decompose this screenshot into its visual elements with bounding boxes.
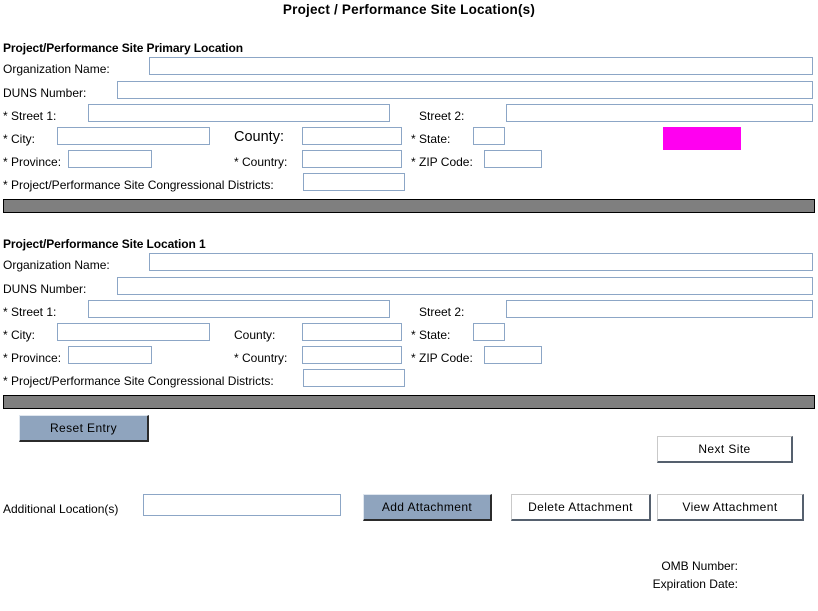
- zip-code-label: * ZIP Code:: [411, 351, 473, 365]
- county-label: County:: [234, 129, 284, 145]
- view-attachment-button[interactable]: View Attachment: [657, 494, 804, 521]
- street1-input[interactable]: [87, 103, 391, 123]
- organization-name-input[interactable]: [148, 252, 814, 272]
- section-divider-2: [3, 395, 815, 409]
- congressional-districts-label: * Project/Performance Site Congressional…: [3, 374, 274, 388]
- county-label: County:: [234, 328, 276, 342]
- state-input[interactable]: [472, 126, 506, 146]
- street1-input[interactable]: [87, 299, 391, 319]
- country-label: * Country:: [234, 351, 288, 365]
- province-label: * Province:: [3, 155, 62, 169]
- city-label: * City:: [3, 328, 36, 342]
- page-title: Project / Performance Site Location(s): [282, 2, 536, 17]
- duns-number-input[interactable]: [116, 276, 814, 296]
- state-label: * State:: [411, 328, 451, 342]
- additional-locations-input[interactable]: [142, 493, 342, 517]
- country-input[interactable]: [301, 149, 403, 169]
- street1-label: * Street 1:: [3, 305, 57, 319]
- zip-code-label: * ZIP Code:: [411, 155, 473, 169]
- expiration-date-label: Expiration Date:: [652, 577, 738, 591]
- reset-entry-button[interactable]: Reset Entry: [19, 415, 149, 442]
- omb-number-label: OMB Number:: [661, 559, 738, 573]
- street2-label: Street 2:: [419, 305, 465, 319]
- congressional-districts-label: * Project/Performance Site Congressional…: [3, 178, 274, 192]
- state-input[interactable]: [472, 322, 506, 342]
- street2-input[interactable]: [505, 103, 814, 123]
- organization-name-input[interactable]: [148, 56, 814, 76]
- province-label: * Province:: [3, 351, 62, 365]
- street1-label: * Street 1:: [3, 109, 57, 123]
- add-attachment-button[interactable]: Add Attachment: [363, 494, 492, 521]
- delete-attachment-button[interactable]: Delete Attachment: [511, 494, 651, 521]
- street2-input[interactable]: [505, 299, 814, 319]
- congressional-districts-input[interactable]: [302, 172, 406, 192]
- county-input[interactable]: [301, 322, 403, 342]
- zip-code-input[interactable]: [483, 149, 543, 169]
- province-input[interactable]: [67, 345, 153, 365]
- state-highlight-block: [663, 127, 741, 150]
- duns-number-label: DUNS Number:: [3, 86, 87, 100]
- country-input[interactable]: [301, 345, 403, 365]
- duns-number-label: DUNS Number:: [3, 282, 87, 296]
- zip-code-input[interactable]: [483, 345, 543, 365]
- state-label: * State:: [411, 132, 451, 146]
- congressional-districts-input[interactable]: [302, 368, 406, 388]
- organization-name-label: Organization Name:: [3, 258, 110, 272]
- county-input[interactable]: [301, 126, 403, 146]
- section-heading-location-1: Project/Performance Site Location 1: [3, 237, 206, 251]
- organization-name-label: Organization Name:: [3, 62, 110, 76]
- section-divider-1: [3, 199, 815, 213]
- province-input[interactable]: [67, 149, 153, 169]
- city-input[interactable]: [56, 322, 211, 342]
- next-site-button[interactable]: Next Site: [657, 436, 793, 463]
- section-heading-primary-location: Project/Performance Site Primary Locatio…: [3, 41, 243, 55]
- city-label: * City:: [3, 132, 36, 146]
- additional-locations-label: Additional Location(s): [3, 502, 119, 516]
- duns-number-input[interactable]: [116, 80, 814, 100]
- city-input[interactable]: [56, 126, 211, 146]
- country-label: * Country:: [234, 155, 288, 169]
- street2-label: Street 2:: [419, 109, 465, 123]
